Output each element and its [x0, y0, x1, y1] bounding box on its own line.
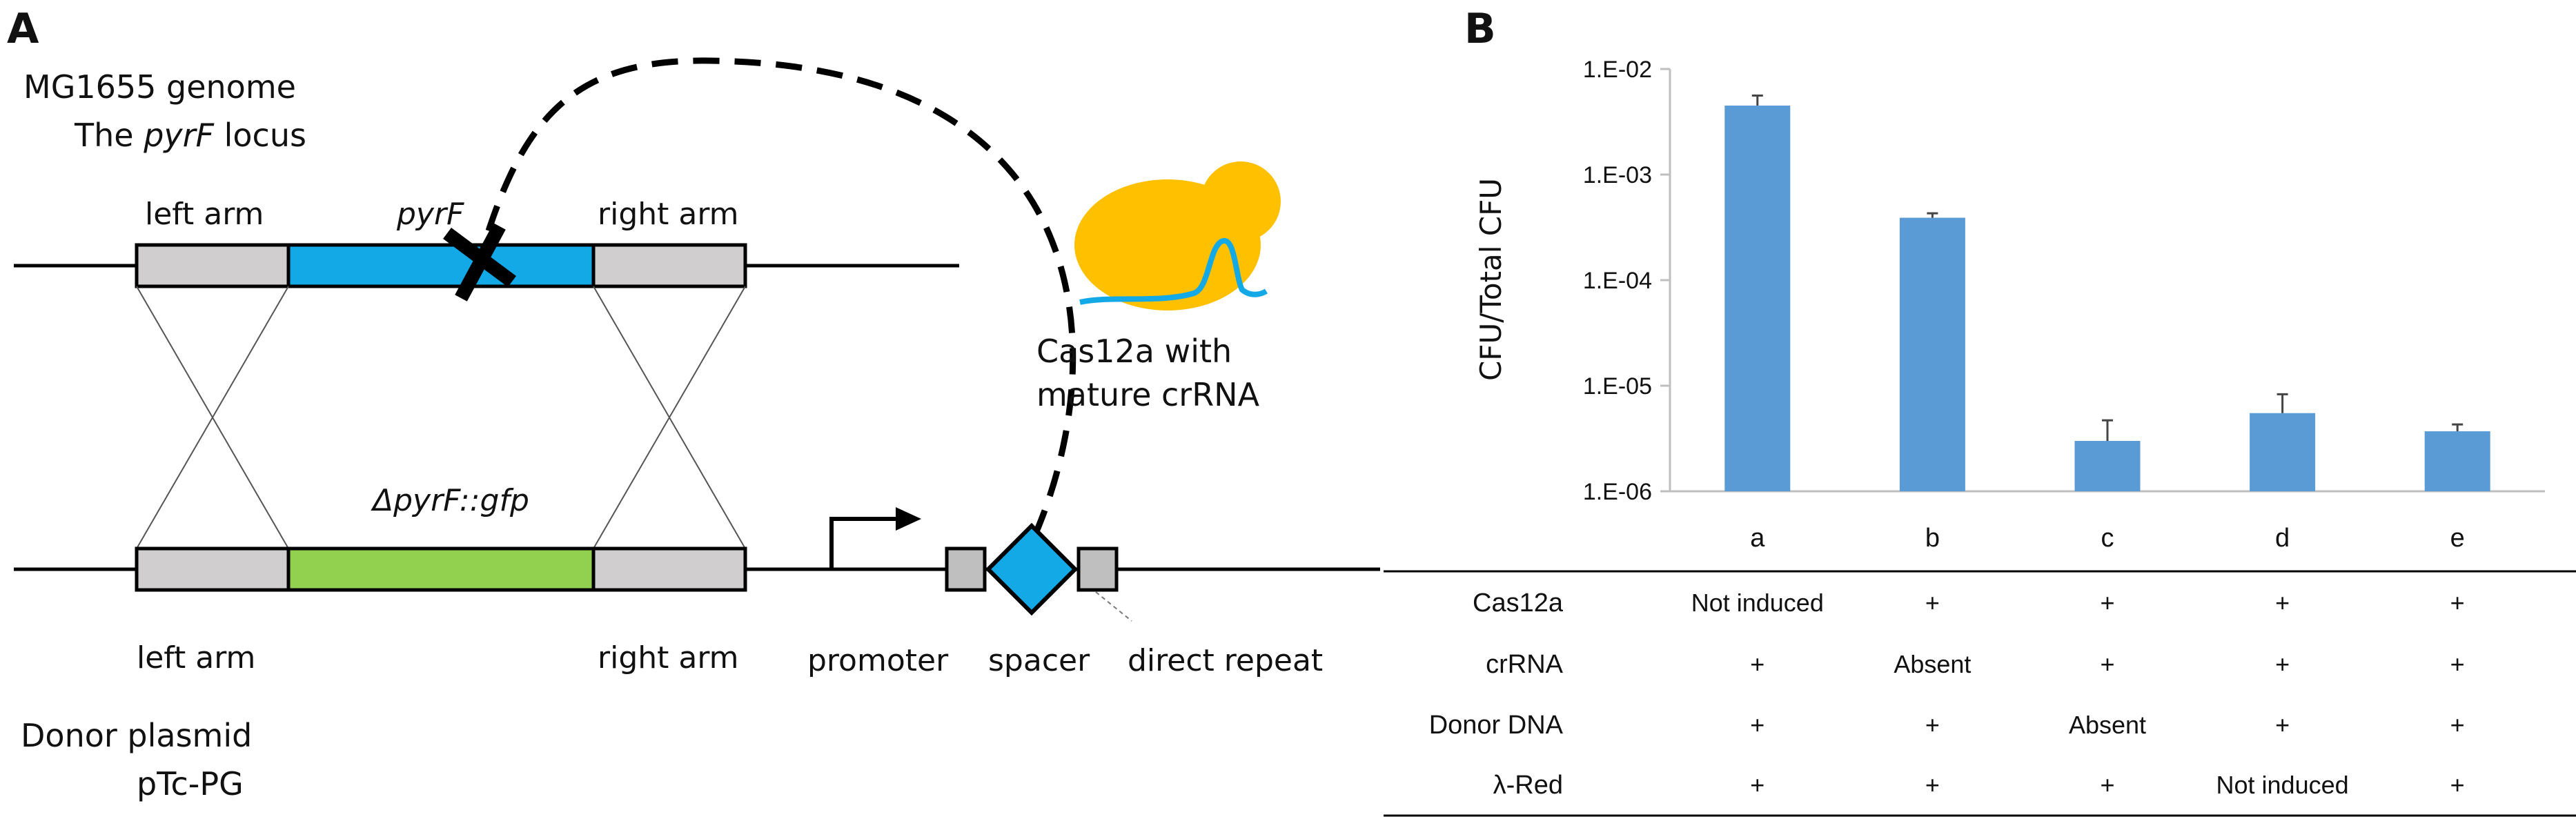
y-tick-label: 1.E-02 — [1583, 57, 1652, 83]
table-cell: + — [1750, 650, 1764, 678]
spacer-label: spacer — [988, 643, 1090, 678]
bar-b — [1899, 217, 1965, 491]
panel-b-letter: B — [1464, 5, 1496, 53]
y-tick-label: 1.E-05 — [1583, 373, 1652, 400]
genome-title: MG1655 genome — [23, 68, 296, 106]
bar-chart: 1.E-06 1.E-05 1.E-04 1.E-03 1.E-02 a b c d e CFU… — [1474, 57, 2545, 553]
y-tick-label: 1.E-03 — [1583, 162, 1652, 188]
bar-a — [1724, 106, 1791, 492]
table-cell: + — [2450, 589, 2465, 617]
table-cell: + — [2100, 589, 2114, 617]
y-tick-label: 1.E-06 — [1583, 479, 1652, 505]
x-category-label: e — [2450, 524, 2465, 553]
direct-repeat-pointer — [1095, 591, 1132, 622]
recombination-crossover-lines — [136, 286, 746, 549]
table-cell: + — [2450, 650, 2465, 678]
y-axis-label: CFU/Total CFU — [1474, 178, 1508, 381]
table-row-label: λ-Red — [1493, 771, 1563, 800]
promoter-label: promoter — [807, 643, 949, 678]
x-category-label: c — [2101, 524, 2114, 553]
gfp-gene-box — [286, 546, 596, 592]
bottom-right-arm-box — [591, 546, 747, 592]
crRNA-targeting-dashed-path — [480, 57, 1076, 536]
table-cell: Absent — [1894, 650, 1971, 678]
panel-a-letter: A — [7, 5, 39, 53]
x-category-label: a — [1750, 524, 1765, 553]
direct-repeat-label: direct repeat — [1128, 643, 1323, 678]
table-cell: + — [1750, 771, 1764, 799]
pyrF-gene-box — [286, 243, 596, 288]
table-cell: Not induced — [1691, 589, 1824, 617]
y-tick-label: 1.E-04 — [1583, 268, 1652, 294]
table-cell: + — [1925, 771, 1940, 799]
table-cell: + — [1925, 711, 1940, 739]
table-cell: + — [1750, 711, 1764, 739]
bottom-left-arm-box — [135, 546, 291, 592]
table-row-label: Cas12a — [1473, 589, 1564, 618]
spacer-diamond — [985, 522, 1079, 616]
x-axis-categories: a b c d e — [1750, 524, 2465, 553]
table-cell: + — [2100, 771, 2114, 799]
table-cell: Not induced — [2216, 771, 2349, 799]
cas12a-protein-icon — [1074, 161, 1281, 310]
table-cell: + — [1925, 589, 1940, 617]
error-bars — [1751, 95, 2464, 442]
table-cell: + — [2275, 650, 2290, 678]
bar-d — [2250, 413, 2316, 491]
bar-c — [2074, 441, 2141, 491]
direct-repeat-box-left — [945, 546, 987, 592]
table-row-label: Donor DNA — [1429, 711, 1564, 740]
bottom-right-arm-label: right arm — [598, 640, 739, 676]
bars — [1724, 106, 2490, 492]
bottom-left-arm-label: left arm — [137, 640, 255, 676]
top-gene-label: pyrF — [396, 197, 464, 232]
x-category-label: b — [1925, 524, 1940, 553]
table-cell: + — [2450, 711, 2465, 739]
top-left-arm-label: left arm — [145, 197, 264, 232]
top-right-arm-box — [591, 243, 747, 288]
table-cell: + — [2275, 711, 2290, 739]
table-cell: + — [2100, 650, 2114, 678]
table-cell: + — [2450, 771, 2465, 799]
bar-e — [2424, 431, 2490, 491]
locus-title: The pyrF locus — [74, 117, 306, 154]
cut-site-cross-icon — [443, 223, 516, 302]
donor-plasmid-title: Donor plasmid — [21, 717, 252, 754]
cas12a-label-line2: mature crRNA — [1036, 376, 1260, 413]
top-right-arm-label: right arm — [598, 197, 739, 232]
donor-gene-label: ΔpyrF::gfp — [371, 483, 529, 518]
top-left-arm-box — [135, 243, 291, 288]
promoter-arrow-icon — [829, 507, 921, 569]
direct-repeat-box-right — [1076, 546, 1119, 592]
y-axis: 1.E-06 1.E-05 1.E-04 1.E-03 1.E-02 — [1583, 57, 1670, 505]
donor-plasmid-name: pTc-PG — [137, 765, 244, 802]
cas12a-label-line1: Cas12a with — [1036, 333, 1232, 370]
table-row-label: crRNA — [1486, 650, 1564, 679]
table-cell: Absent — [2069, 711, 2146, 739]
crRNA-strand — [1079, 238, 1268, 305]
table-cell: + — [2275, 589, 2290, 617]
x-category-label: d — [2275, 524, 2290, 553]
